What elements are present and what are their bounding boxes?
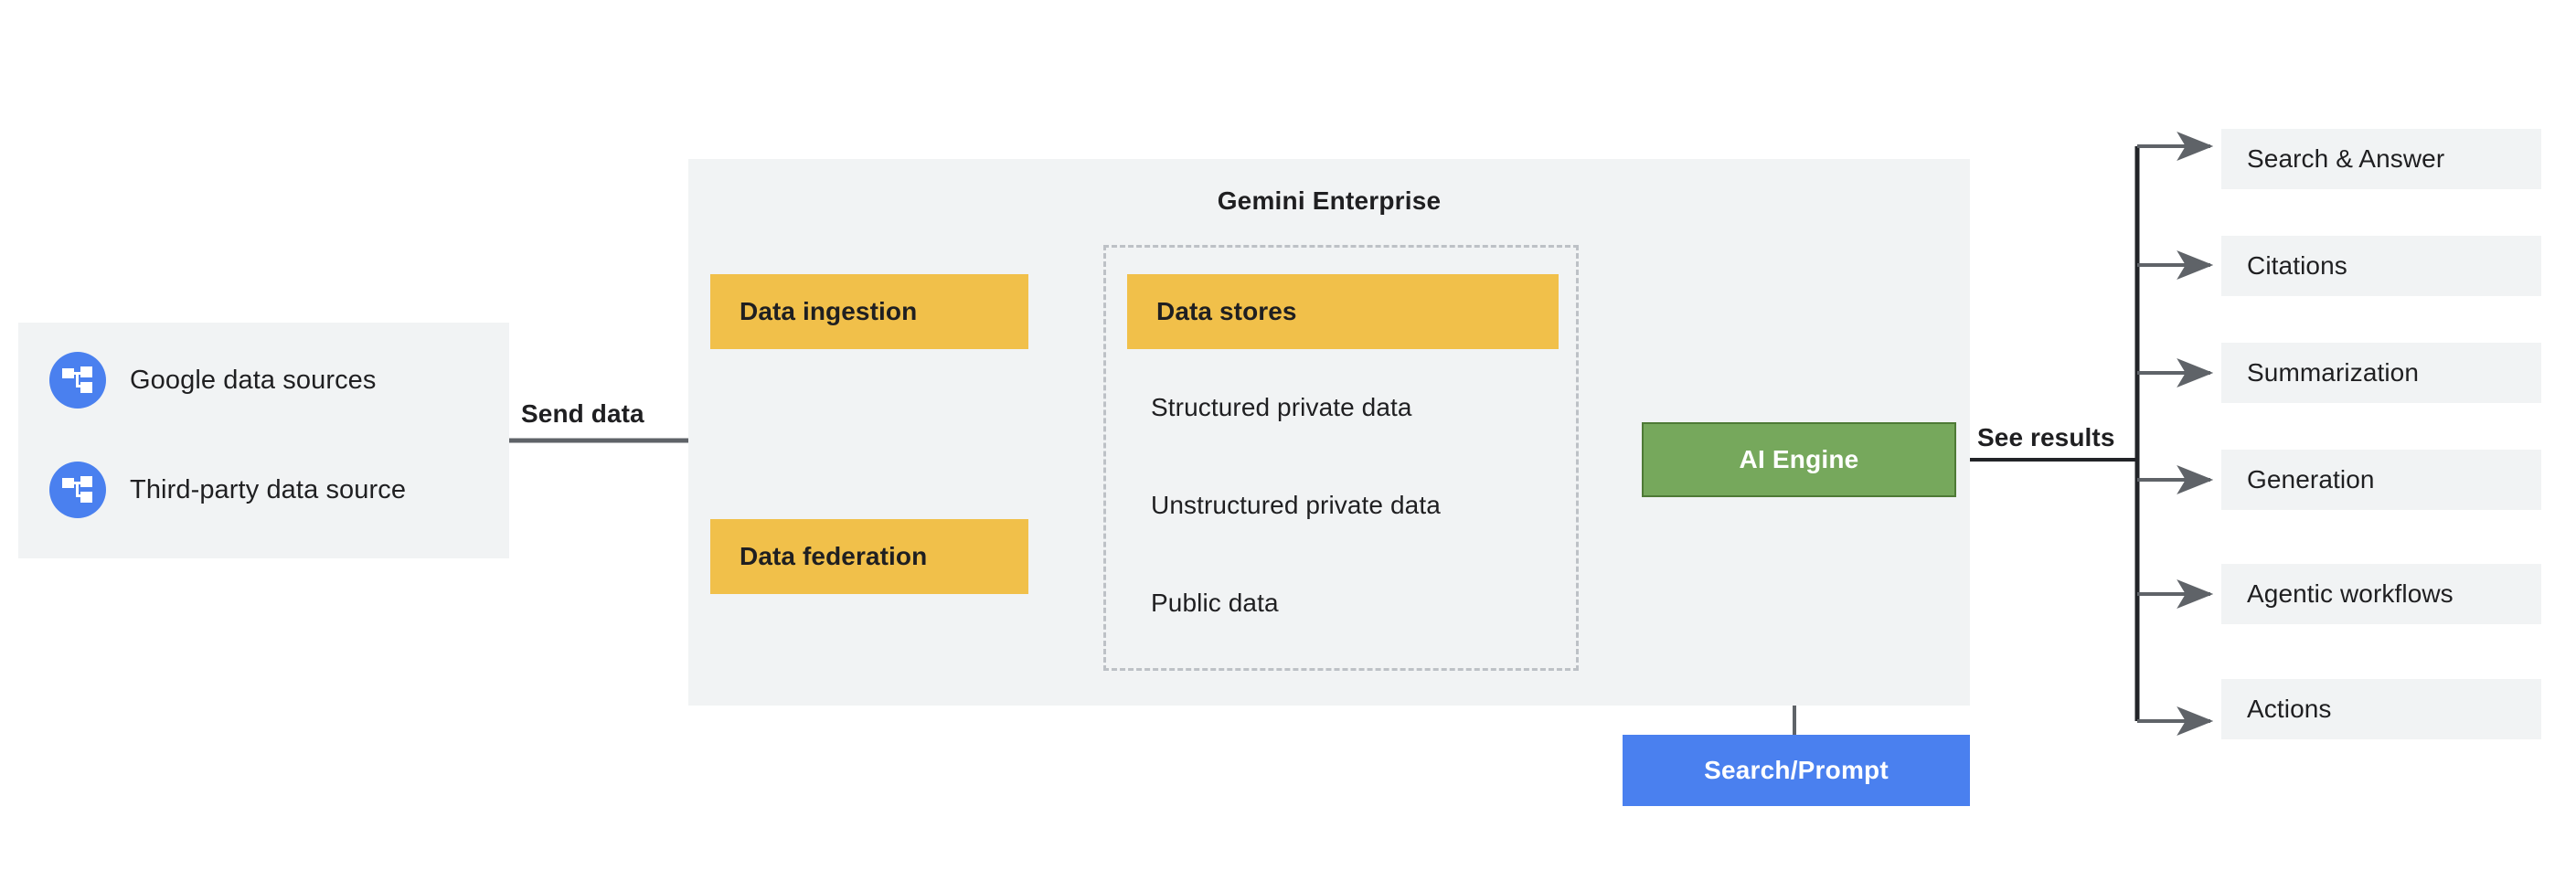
ai-engine-label: AI Engine [1739, 445, 1859, 473]
edge-trunk-to-outcomes [2137, 132, 2214, 736]
data-source-hierarchy-icon [49, 352, 106, 409]
gemini-enterprise-title: Gemini Enterprise [1217, 186, 1442, 215]
data-store-group [1103, 245, 1579, 671]
data-stores-label: Data stores [1156, 297, 1297, 325]
outcome-label: Search & Answer [2247, 144, 2445, 173]
send-data-label: Send data [521, 399, 644, 428]
outcome-label: Agentic workflows [2247, 579, 2454, 608]
data-source-hierarchy-icon [49, 462, 106, 518]
data-store-item-structured: Structured private data [1151, 393, 1412, 421]
search-prompt-box[interactable]: Search/Prompt [1623, 735, 1970, 806]
ai-engine-box[interactable]: AI Engine [1642, 422, 1956, 497]
outcome-agentic-workflows[interactable]: Agentic workflows [2221, 564, 2541, 624]
outcome-label: Generation [2247, 465, 2375, 494]
outcome-summarization[interactable]: Summarization [2221, 343, 2541, 403]
outcome-citations[interactable]: Citations [2221, 236, 2541, 296]
outcome-label: Summarization [2247, 358, 2420, 387]
data-store-item-public: Public data [1151, 589, 1279, 617]
outcome-label: Citations [2247, 251, 2347, 280]
data-federation-box[interactable]: Data federation [710, 519, 1028, 594]
data-source-label: Third-party data source [130, 474, 407, 504]
data-stores-box[interactable]: Data stores [1127, 274, 1559, 349]
data-source-label: Google data sources [130, 365, 377, 395]
outcome-actions[interactable]: Actions [2221, 679, 2541, 739]
data-store-item-unstructured: Unstructured private data [1151, 491, 1441, 519]
data-ingestion-box[interactable]: Data ingestion [710, 274, 1028, 349]
outcome-label: Actions [2247, 695, 2332, 723]
data-ingestion-label: Data ingestion [740, 297, 918, 325]
data-federation-label: Data federation [740, 542, 928, 570]
outcome-search-and-answer[interactable]: Search & Answer [2221, 129, 2541, 189]
outcome-generation[interactable]: Generation [2221, 450, 2541, 510]
data-source-item-google[interactable]: Google data sources [49, 352, 377, 409]
search-prompt-label: Search/Prompt [1704, 756, 1889, 784]
see-results-label: See results [1977, 423, 2115, 451]
data-source-item-third-party[interactable]: Third-party data source [49, 462, 406, 518]
data-sources-panel: Google data sources Third-party data sou… [18, 323, 509, 558]
